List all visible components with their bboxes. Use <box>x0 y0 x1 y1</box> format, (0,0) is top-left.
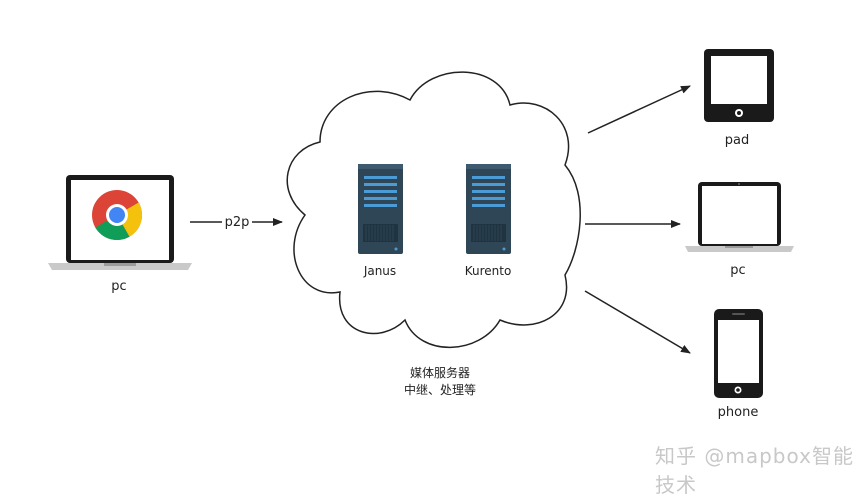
target-pc-label: pc <box>730 263 745 278</box>
p2p-label: p2p <box>225 215 250 230</box>
arrow-to-pad <box>587 85 691 134</box>
source-pc-label: pc <box>111 279 126 294</box>
janus-label: Janus <box>363 264 396 278</box>
cloud-caption-line1: 媒体服务器 <box>410 365 470 380</box>
phone-label: phone <box>718 405 759 420</box>
kurento-server-icon <box>466 164 511 254</box>
phone-icon <box>714 309 763 398</box>
janus-server-icon <box>358 164 403 254</box>
pad-label: pad <box>725 133 749 148</box>
target-laptop-icon <box>685 182 794 252</box>
arrow-to-phone <box>584 290 691 354</box>
cloud-caption-line2: 中继、处理等 <box>404 382 476 397</box>
watermark: 知乎 @mapbox智能技术 <box>655 444 854 497</box>
tablet-icon <box>704 49 774 122</box>
chrome-logo-icon <box>92 190 142 240</box>
media-server-cloud <box>286 71 581 349</box>
kurento-label: Kurento <box>465 264 512 278</box>
source-laptop-icon <box>48 175 192 270</box>
